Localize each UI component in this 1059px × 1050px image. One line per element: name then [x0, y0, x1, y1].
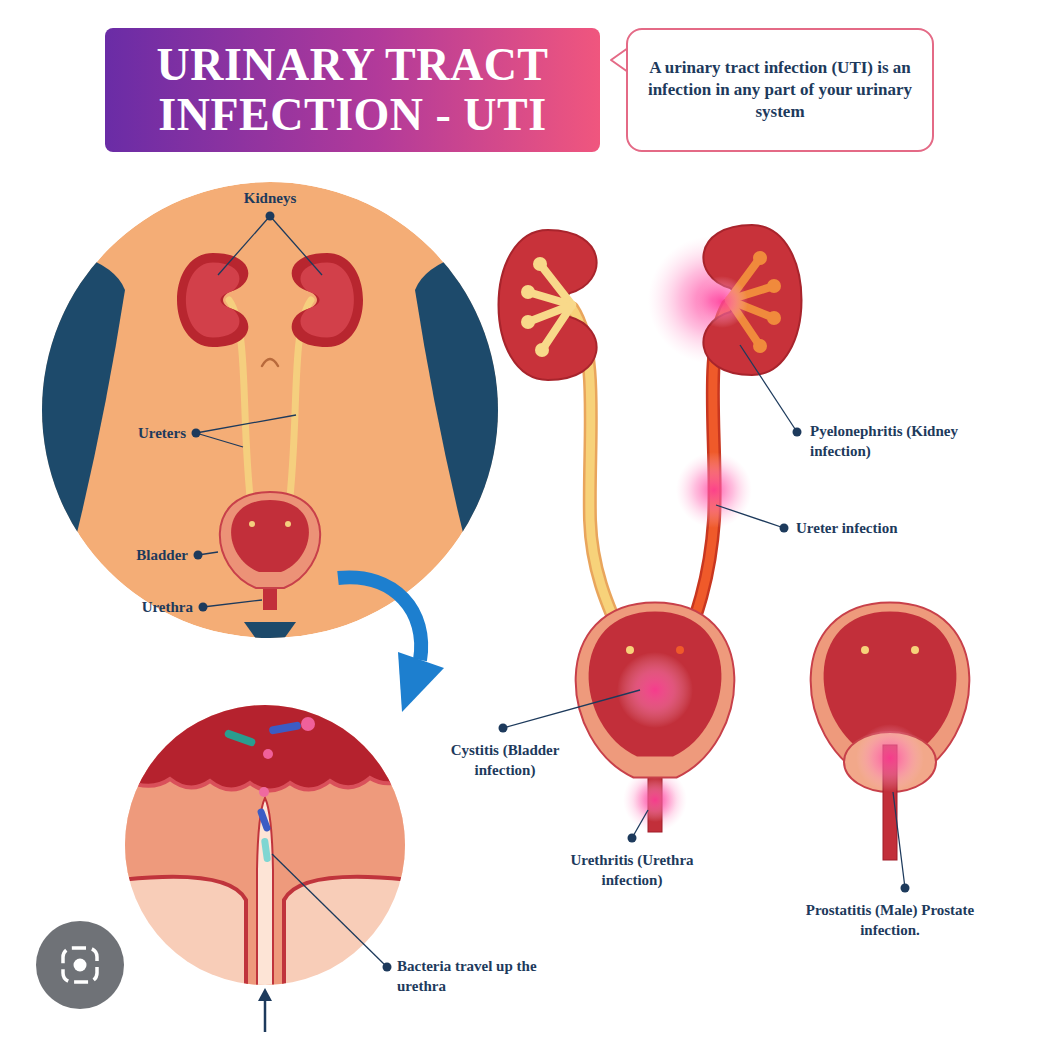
callout-text: A urinary tract infection (UTI) is an in… — [642, 57, 918, 123]
calyx — [542, 305, 572, 350]
infection-glow — [676, 452, 752, 528]
infection-label: Ureter infection — [796, 518, 971, 538]
bladder-cavity — [589, 612, 722, 757]
lens-badge — [36, 921, 124, 1009]
kidney-calyces — [753, 251, 781, 353]
calyx-cup — [535, 343, 549, 357]
title-text: URINARY TRACT INFECTION - UTI — [118, 40, 588, 139]
leader-line — [716, 505, 784, 528]
calyx-cup — [753, 251, 767, 265]
ureter-opening — [911, 646, 919, 654]
part-label: Kidneys — [220, 188, 320, 208]
urethra-lumen — [257, 798, 273, 995]
zoom-arrow — [338, 577, 421, 660]
leader-dot — [194, 551, 203, 560]
leader-line — [218, 216, 270, 275]
bacterium — [224, 729, 257, 747]
part-label: Urethra — [93, 597, 193, 617]
kidney — [292, 253, 363, 347]
calyx-cup — [767, 279, 781, 293]
leader-dot — [793, 428, 802, 437]
calyx-cup — [533, 257, 547, 271]
part-label: Bacteria travel up the urethra — [397, 956, 547, 997]
leader-line — [503, 690, 640, 728]
bladder-cavity — [231, 500, 309, 572]
bacterium — [261, 838, 271, 863]
infection-glow — [617, 652, 693, 728]
zoom-arrowhead — [398, 652, 444, 712]
bacterium — [257, 808, 272, 833]
direction-arrowhead — [258, 988, 272, 1001]
leader-dot — [901, 884, 910, 893]
bladder-lining — [120, 700, 410, 791]
lens-icon — [74, 959, 87, 972]
zoom-view — [120, 700, 410, 995]
kidney — [499, 230, 597, 380]
callout-box: A urinary tract infection (UTI) is an in… — [626, 28, 934, 152]
leader-dot — [499, 724, 508, 733]
ureter-opening — [249, 521, 255, 527]
calyx-cup — [767, 311, 781, 325]
infection-label: Urethritis (Urethra infection) — [547, 850, 717, 891]
ureter-opening — [285, 521, 291, 527]
title-banner — [105, 28, 600, 152]
bacterium — [263, 749, 273, 759]
kidney-inner — [186, 263, 240, 338]
kidney-calyces — [528, 264, 572, 350]
bacterium — [269, 721, 302, 734]
ureter-opening — [676, 646, 684, 654]
leader-dots — [499, 428, 910, 893]
ureter-opening — [861, 646, 869, 654]
kidney-calyces — [521, 257, 549, 357]
infection-glow — [633, 778, 677, 822]
bacterium — [301, 717, 315, 731]
leader-line — [272, 854, 387, 967]
kidney-inner — [300, 263, 354, 338]
urethra-wall — [120, 877, 246, 995]
body-shadow — [0, 240, 125, 600]
leader-dot — [628, 834, 637, 843]
body-view — [0, 182, 540, 650]
leader-line — [270, 216, 322, 275]
leader-dots — [192, 212, 275, 612]
leader-dot — [383, 963, 392, 972]
ureter-opening — [626, 646, 634, 654]
infection-label: Pyelonephritis (Kidney infection) — [810, 421, 985, 462]
leader-line — [203, 600, 262, 607]
leader-line — [632, 810, 648, 838]
body-shadow — [244, 622, 296, 650]
bladder-wall — [120, 762, 410, 995]
calyx-cup — [521, 315, 535, 329]
navel — [262, 359, 278, 366]
bladder — [576, 603, 735, 778]
bacterium — [259, 787, 269, 797]
leader-line — [893, 792, 905, 888]
infection-label: Prostatitis (Male) Prostate infection. — [805, 900, 975, 941]
infection-glow — [856, 724, 924, 792]
infection-glow — [696, 276, 748, 328]
calyx-cup — [521, 285, 535, 299]
urethra-wall — [284, 877, 410, 995]
lens-icon — [63, 948, 97, 982]
bladder — [220, 492, 320, 588]
leader-dot — [192, 429, 201, 438]
infection-label: Cystitis (Bladder infection) — [425, 740, 585, 781]
direction-arrow — [264, 998, 267, 1032]
leader-dot — [266, 212, 275, 221]
part-label: Ureters — [86, 423, 186, 443]
calyx-cup — [753, 339, 767, 353]
leader-line — [196, 433, 243, 447]
leader-dot — [199, 603, 208, 612]
leader-line — [740, 345, 797, 432]
leader-line — [196, 415, 296, 433]
body-ground — [42, 182, 498, 638]
kidney — [177, 253, 248, 347]
leader-dot — [780, 524, 789, 533]
part-label: Bladder — [88, 545, 188, 565]
leader-lines — [196, 216, 322, 607]
